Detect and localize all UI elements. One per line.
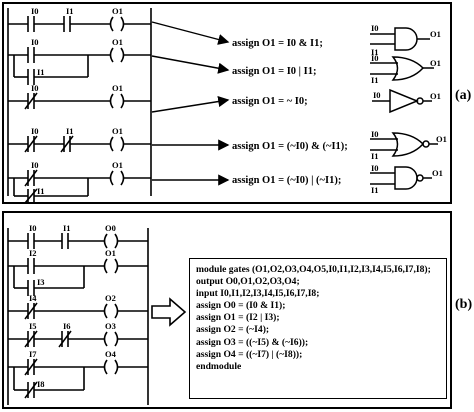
panel-b-tag: (b)	[455, 297, 473, 312]
panel-a	[2, 2, 452, 204]
arrow-a-1	[151, 21, 230, 45]
label-a2-i1: I1	[37, 67, 45, 77]
assign-a-2: assign O1 = I0 | I1;	[232, 66, 316, 77]
label-b-o3: O3	[105, 321, 116, 331]
label-b-o4: O4	[105, 349, 117, 359]
label-a1-o1: O1	[112, 6, 123, 16]
label-b-i2: I2	[29, 248, 37, 258]
label-a1-i0: I0	[31, 6, 39, 16]
gate4-in1: I1	[371, 151, 379, 161]
gate2-in1: I1	[371, 75, 379, 85]
label-b-i0: I0	[29, 223, 37, 233]
label-a4-i1: I1	[66, 126, 74, 136]
nand-gate-icon	[370, 166, 432, 190]
ladder-b	[7, 228, 149, 405]
not-gate-icon	[372, 88, 432, 114]
label-b-i7: I7	[29, 349, 37, 359]
label-a2-o1: O1	[112, 37, 123, 47]
label-a3-i0: I0	[31, 83, 39, 93]
arrow-a-2	[151, 55, 230, 74]
label-a4-o1: O1	[112, 126, 123, 136]
verilog-code-box: module gates (O1,O2,O3,O4,O5,I0,I1,I2,I3…	[189, 258, 447, 399]
label-a3-o1: O1	[112, 83, 123, 93]
label-b-i6: I6	[63, 321, 71, 331]
label-a1-i1: I1	[66, 6, 74, 16]
rung-a-5	[8, 169, 151, 204]
gate-labels-a: I0 I1 O1 I0 I1 O1 I0 O1 I0 I1 O1 I0 I1 O…	[371, 23, 447, 195]
arrow-a-3	[151, 95, 230, 113]
gate3-in0: I0	[373, 90, 381, 100]
arrows-a	[151, 21, 230, 186]
block-arrow-icon	[151, 297, 187, 327]
label-a4-i0: I0	[31, 126, 39, 136]
assign-a-3: assign O1 = ~ I0;	[232, 96, 308, 107]
label-b-i8: I8	[37, 379, 45, 389]
code-line: endmodule	[196, 360, 242, 372]
gate5-in1: I1	[371, 185, 379, 195]
code-line: assign O1 = (I2 | I3);	[196, 312, 280, 324]
gate5-in0: I0	[371, 163, 379, 173]
gate2-in0: I0	[371, 53, 379, 63]
gate3-out: O1	[430, 91, 441, 101]
label-b-i5: I5	[29, 321, 37, 331]
ladder-a	[7, 8, 152, 204]
ladder-a-labels: I0 I1 O1 I0 I1 O1 I0 O1 I0 I1 O1 I0 I1 O…	[31, 6, 123, 196]
assign-a-1: assign O1 = I0 & I1;	[232, 38, 323, 49]
code-line: output O0,O1,O2,O3,O4;	[196, 276, 300, 288]
panel-b	[2, 211, 452, 409]
rung-a-4	[8, 135, 151, 153]
gate1-out: O1	[430, 29, 441, 39]
gate4-out: O1	[436, 134, 447, 144]
gate4-in0: I0	[371, 129, 379, 139]
label-b-o2: O2	[105, 293, 116, 303]
code-line: input I0,I1,I2,I3,I4,I5,I6,I7,I8;	[196, 288, 320, 300]
gates-a	[370, 27, 438, 190]
rung-a-2	[8, 47, 151, 85]
panel-a-tag: (a)	[455, 88, 472, 103]
assign-a-5: assign O1 = (~I0) | (~I1);	[232, 175, 341, 186]
rung-a-3	[8, 92, 151, 110]
label-a2-i0: I0	[31, 37, 39, 47]
gate5-out: O1	[432, 168, 443, 178]
code-line: assign O2 = (~I4);	[196, 324, 270, 336]
gate1-in1: I1	[371, 47, 379, 57]
nor-gate-icon	[370, 132, 438, 157]
rung-a-1	[8, 16, 151, 32]
ladder-b-labels: I0 I1 O0 I2 I3 O1 I4 O2 I5 I6 O3 I7 I8 O…	[29, 223, 117, 389]
label-a5-i0: I0	[31, 160, 39, 170]
code-line: assign O0 = (I0 & I1);	[196, 300, 286, 312]
code-line: assign O3 = ((~I5) & (~I6));	[196, 336, 309, 348]
assign-a-4: assign O1 = (~I0) & (~I1);	[232, 141, 348, 152]
label-b-i3: I3	[37, 277, 45, 287]
gate1-in0: I0	[371, 23, 379, 33]
label-b-i4: I4	[29, 293, 37, 303]
label-b-o0: O0	[105, 223, 116, 233]
label-a5-i1: I1	[37, 186, 45, 196]
gate2-out: O1	[430, 58, 441, 68]
and-gate-icon	[370, 27, 430, 51]
code-line: module gates (O1,O2,O3,O4,O5,I0,I1,I2,I3…	[196, 264, 431, 275]
equations-a: assign O1 = I0 & I1; assign O1 = I0 | I1…	[232, 38, 348, 186]
label-a5-o1: O1	[112, 160, 123, 170]
label-b-i1: I1	[63, 223, 71, 233]
or-gate-icon	[370, 56, 434, 81]
code-line: assign O4 = ((~I7) | (~I8));	[196, 348, 303, 360]
label-b-o1: O1	[105, 248, 116, 258]
